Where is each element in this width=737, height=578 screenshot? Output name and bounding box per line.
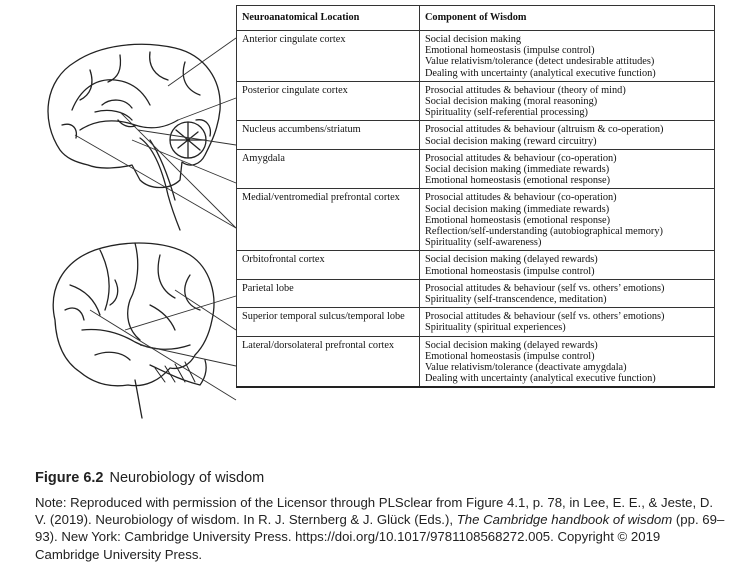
figure-label: Figure 6.2 — [35, 470, 104, 486]
table-row: Anterior cingulate cortex Social decisio… — [236, 30, 715, 82]
note-prefix: Note: Reproduced with permission of the … — [35, 495, 714, 528]
component-item: Prosocial attitudes & behaviour (self vs… — [425, 311, 665, 323]
component-item: Emotional homeostasis (impulse control) — [425, 45, 595, 57]
component-item: Emotional homeostasis (impulse control) — [425, 350, 595, 362]
medial-brain-icon — [47, 43, 221, 231]
note-suffix: (pp. 69–93). New York: Cambridge Univers… — [35, 512, 725, 562]
component-cell: Social decision making (delayed rewards)… — [419, 250, 715, 280]
component-cell: Social decision making Emotional homeost… — [419, 30, 715, 82]
component-item: Prosocial attitudes & behaviour (self vs… — [425, 282, 665, 294]
table-row: Nucleus accumbens/striatum Prosocial att… — [236, 120, 715, 150]
location-cell: Medial/ventromedial prefrontal cortex — [236, 188, 420, 252]
component-item: Prosocial attitudes & behaviour (co-oper… — [425, 192, 617, 204]
component-item: Spirituality (self-awareness) — [425, 237, 542, 249]
component-item: Dealing with uncertainty (analytical exe… — [425, 67, 656, 79]
location-cell: Superior temporal sulcus/temporal lobe — [236, 307, 420, 337]
component-item: Social decision making — [425, 34, 522, 45]
location-cell: Nucleus accumbens/striatum — [236, 120, 420, 150]
caption-title: Figure 6.2 Neurobiology of wisdom — [35, 470, 725, 486]
location-cell: Amygdala — [236, 148, 420, 190]
component-item: Prosocial attitudes & behaviour (theory … — [425, 84, 626, 96]
component-item: Spirituality (spiritual experiences) — [425, 322, 566, 334]
location-column-header: Neuroanatomical Location — [236, 5, 420, 31]
location-cell: Lateral/dorsolateral prefrontal cortex — [236, 335, 420, 389]
component-cell: Prosocial attitudes & behaviour (altruis… — [419, 120, 715, 150]
table-row: Medial/ventromedial prefrontal cortex Pr… — [236, 188, 715, 252]
component-item: Social decision making (moral reasoning) — [425, 96, 598, 108]
component-item: Social decision making (immediate reward… — [425, 203, 610, 215]
component-cell: Social decision making (delayed rewards)… — [419, 335, 715, 389]
table-row: Posterior cingulate cortex Prosocial att… — [236, 80, 715, 122]
component-item: Social decision making (reward circuitry… — [425, 135, 597, 147]
location-cell: Orbitofrontal cortex — [236, 250, 420, 280]
table-row: Parietal lobe Prosocial attitudes & beha… — [236, 278, 715, 309]
table-header-row: Neuroanatomical Location Component of Wi… — [236, 5, 715, 31]
location-cell: Parietal lobe — [236, 278, 420, 309]
component-column-header: Component of Wisdom — [419, 5, 715, 31]
component-cell: Prosocial attitudes & behaviour (theory … — [419, 80, 715, 122]
figure-title: Neurobiology of wisdom — [109, 470, 265, 486]
component-item: Emotional homeostasis (emotional respons… — [425, 175, 611, 187]
component-cell: Prosocial attitudes & behaviour (co-oper… — [419, 188, 715, 252]
component-item: Prosocial attitudes & behaviour (co-oper… — [425, 152, 617, 164]
component-cell: Prosocial attitudes & behaviour (self vs… — [419, 278, 715, 309]
component-item: Social decision making (delayed rewards) — [425, 339, 598, 351]
table-row: Orbitofrontal cortex Social decision mak… — [236, 250, 715, 280]
figure-caption: Figure 6.2 Neurobiology of wisdom Note: R… — [35, 470, 725, 563]
book-title: The Cambridge handbook of wisdom — [456, 512, 673, 528]
component-item: Emotional homeostasis (emotional respons… — [425, 214, 611, 226]
component-cell: Prosocial attitudes & behaviour (self vs… — [419, 307, 715, 337]
component-item: Spirituality (self-referential processin… — [425, 107, 588, 119]
component-item: Social decision making (immediate reward… — [425, 164, 610, 176]
location-cell: Posterior cingulate cortex — [236, 80, 420, 122]
lateral-brain-icon — [52, 242, 215, 419]
leader-lines — [74, 37, 237, 401]
brain-illustrations — [47, 37, 237, 419]
component-item: Value relativism/tolerance (deactivate a… — [425, 362, 627, 374]
component-item: Dealing with uncertainty (analytical exe… — [425, 373, 656, 385]
table-row: Amygdala Prosocial attitudes & behaviour… — [236, 148, 715, 190]
location-cell: Anterior cingulate cortex — [236, 30, 420, 82]
table-row: Lateral/dorsolateral prefrontal cortex S… — [236, 335, 715, 389]
wisdom-table: Neuroanatomical Location Component of Wi… — [236, 5, 715, 389]
component-item: Reflection/self-understanding (autobiogr… — [425, 226, 663, 238]
component-cell: Prosocial attitudes & behaviour (co-oper… — [419, 148, 715, 190]
component-item: Value relativism/tolerance (detect undes… — [425, 56, 655, 68]
component-item: Prosocial attitudes & behaviour (altruis… — [425, 124, 664, 136]
component-item: Spirituality (self-transcendence, medita… — [425, 294, 607, 306]
component-item: Social decision making (delayed rewards) — [425, 254, 598, 266]
table-row: Superior temporal sulcus/temporal lobe P… — [236, 307, 715, 337]
caption-note: Note: Reproduced with permission of the … — [35, 494, 725, 563]
component-item: Emotional homeostasis (impulse control) — [425, 265, 595, 277]
